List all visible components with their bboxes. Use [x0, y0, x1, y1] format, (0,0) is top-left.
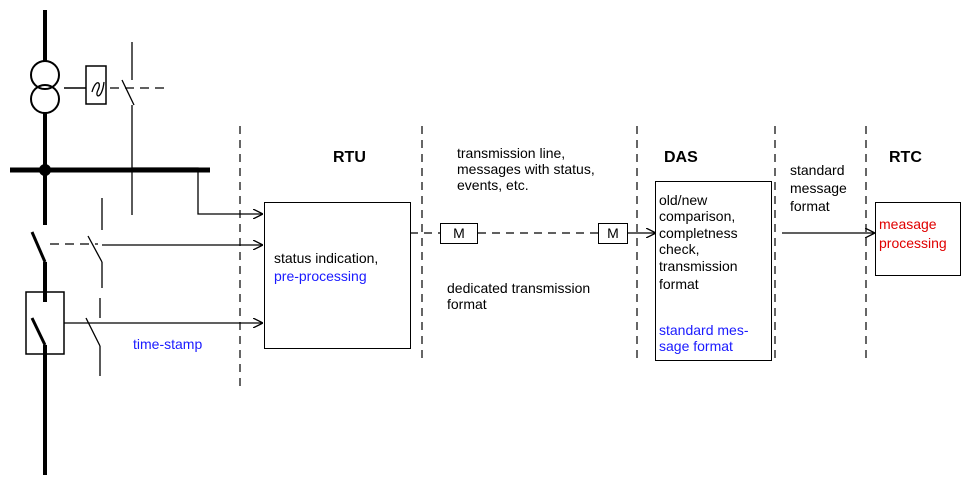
das-line-1: old/new — [659, 192, 708, 208]
std-format-line-1: standard — [790, 162, 845, 178]
modem-left: M — [440, 223, 478, 244]
rtc-line-2: processing — [879, 235, 947, 251]
das-line-6: format — [659, 276, 699, 292]
aux-contact-2-blade — [87, 235, 103, 263]
std-format-line-3: format — [790, 198, 830, 214]
rtc-header: RTC — [889, 149, 922, 166]
circuit-breaker-switch — [30, 317, 47, 346]
rtu-header: RTU — [333, 149, 366, 166]
transformer-winding-upper — [30, 60, 60, 90]
bus-node — [39, 164, 51, 176]
rtu-input-arrows — [64, 167, 262, 323]
disconnector-switch — [30, 231, 47, 263]
das-blue-line-2: sage format — [659, 338, 733, 354]
dedicated-format-line-2: format — [447, 296, 487, 312]
transducer-box — [85, 65, 107, 105]
dedicated-format-line-1: dedicated transmission — [447, 280, 591, 296]
time-stamp-label: time-stamp — [133, 336, 203, 352]
das-line-2: comparison, — [659, 208, 736, 224]
rtu-box: status indication, pre-processing — [264, 202, 411, 349]
modem-right: M — [598, 223, 628, 244]
das-line-4: check, — [659, 241, 700, 257]
transmission-line-1: transmission line, — [457, 145, 566, 161]
transmission-line-3: events, etc. — [457, 177, 529, 193]
rtu-line-2: pre-processing — [274, 268, 367, 284]
das-blue-line-1: standard mes- — [659, 322, 749, 338]
auxiliary-contacts — [50, 42, 165, 376]
rtc-line-1: measage — [879, 216, 937, 232]
das-header: DAS — [664, 149, 698, 166]
std-format-line-2: message — [790, 180, 847, 196]
arrow-measurement — [132, 167, 262, 214]
substation-single-line — [10, 10, 210, 475]
section-separators — [239, 126, 867, 388]
transmission-line-2: messages with status, — [457, 161, 595, 177]
das-line-5: transmission — [659, 258, 738, 274]
rtu-line-1: status indication, — [274, 250, 379, 266]
rtc-box: measage processing — [875, 202, 961, 276]
das-box: old/new comparison, completness check, t… — [655, 181, 772, 361]
transducer-symbol — [91, 81, 105, 97]
aux-contact-1-blade — [121, 79, 135, 106]
das-line-3: completness — [659, 225, 738, 241]
aux-contact-3-blade — [85, 317, 101, 347]
